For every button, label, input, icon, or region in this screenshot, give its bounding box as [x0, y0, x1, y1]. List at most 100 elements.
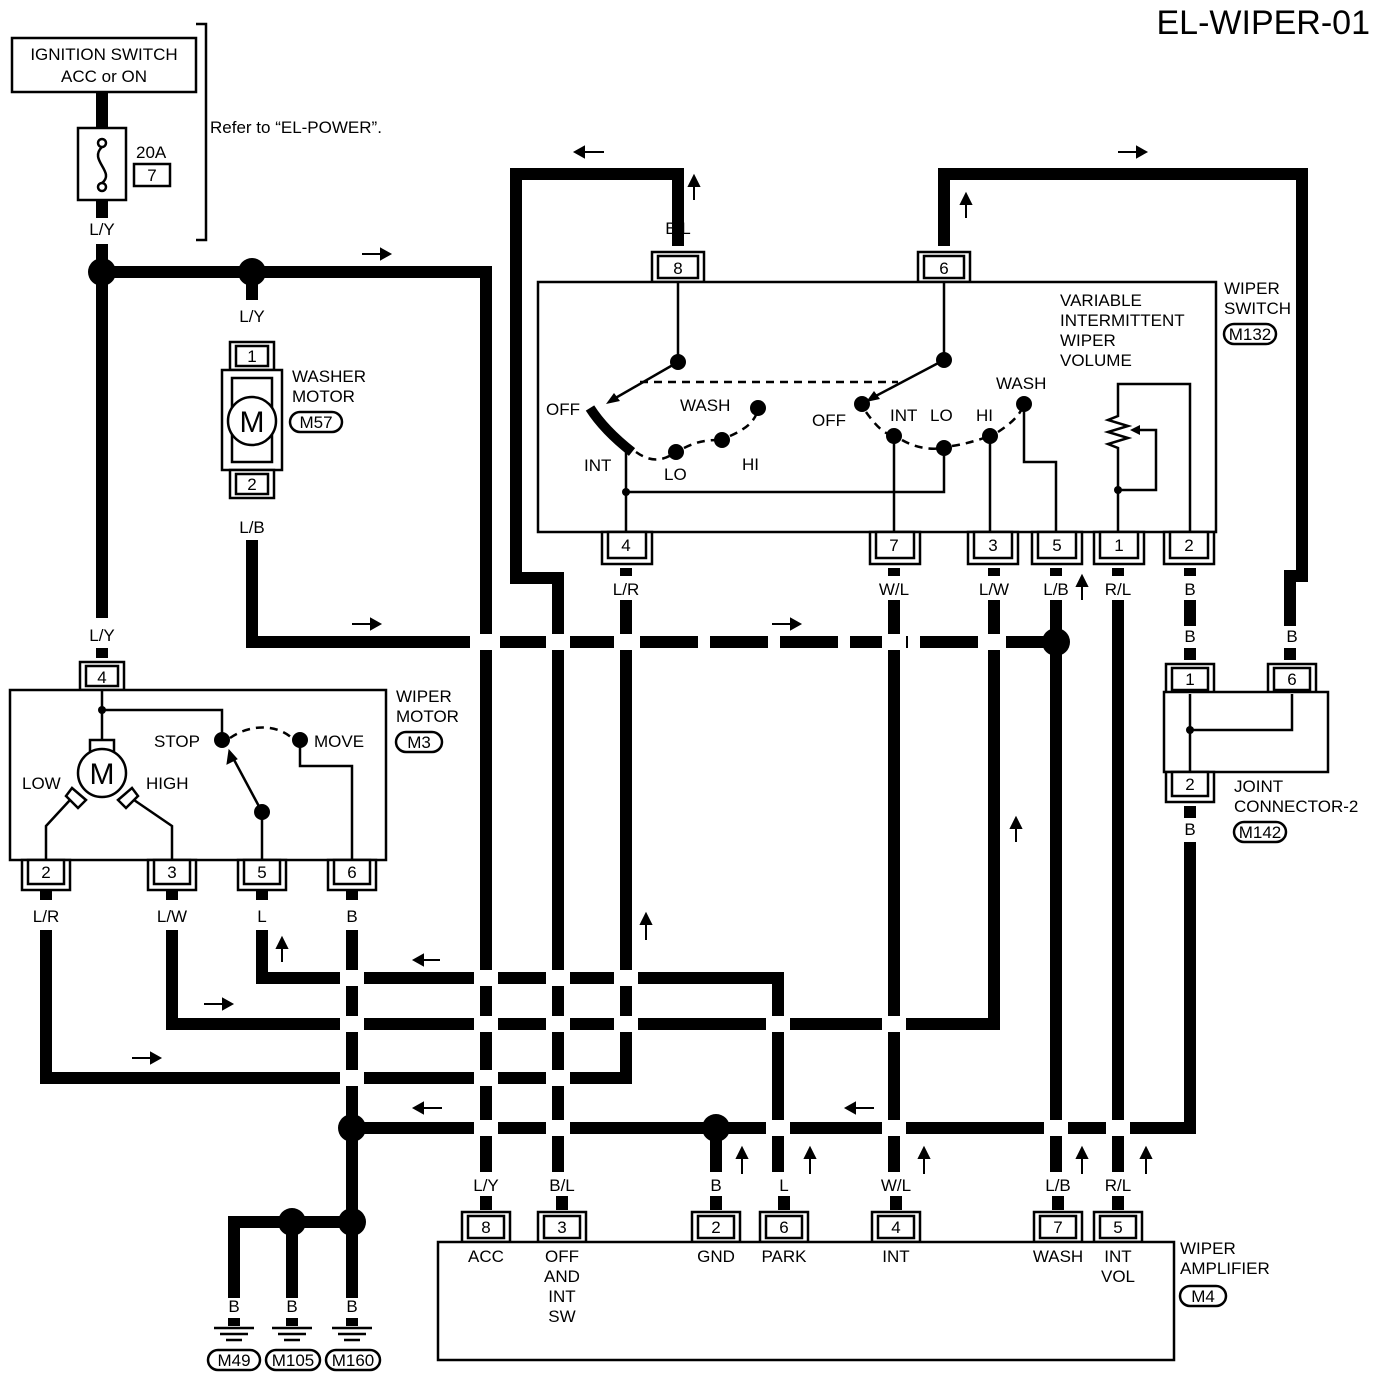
wire-label-lb-switch: L/B — [1043, 580, 1069, 599]
amp-name: WIPER — [1180, 1239, 1236, 1258]
amp-pin-8-label: 8 — [481, 1218, 490, 1237]
wiper-motor-pin-5-label: 5 — [257, 863, 266, 882]
amp-int-label: INT — [882, 1247, 909, 1266]
switch-int-r-label: INT — [890, 406, 917, 425]
wire-label-l-amp: L — [779, 1176, 788, 1195]
switch-pin-1-label: 1 — [1114, 536, 1123, 555]
ignition-label: IGNITION SWITCH — [30, 45, 177, 64]
wiper-motor — [8, 688, 388, 862]
amp-code: M4 — [1191, 1287, 1215, 1306]
joint-name-2: CONNECTOR-2 — [1234, 797, 1358, 816]
motor-low-label: LOW — [22, 774, 61, 793]
amp-off-label-4: SW — [548, 1307, 575, 1326]
washer-motor-icon — [226, 395, 278, 447]
wire-label-bl-top: B/L — [665, 219, 691, 238]
switch-int-label: INT — [584, 456, 611, 475]
switch-lo-r-label: LO — [930, 406, 953, 425]
wiper-motor-icon — [76, 747, 128, 799]
washer-pin-2-label: 2 — [247, 475, 256, 494]
fuse-number-box — [132, 162, 172, 188]
washer-motor-code: M57 — [299, 413, 332, 432]
washer-motor-name: WASHER — [292, 367, 366, 386]
refer-note: Refer to “EL-POWER”. — [210, 118, 382, 137]
washer-motor-name-2: MOTOR — [292, 387, 355, 406]
amp-pin-7-label: 7 — [1053, 1218, 1062, 1237]
joint-name: JOINT — [1234, 777, 1283, 796]
amp-park-label: PARK — [761, 1247, 807, 1266]
switch-pin-6-label: 6 — [939, 259, 948, 278]
wiper-motor-pin-2-label: 2 — [41, 863, 50, 882]
amp-pin-5-label: 5 — [1113, 1218, 1122, 1237]
switch-lo-label: LO — [664, 465, 687, 484]
wiper-motor-pin-6-label: 6 — [347, 863, 356, 882]
wiper-motor-pin-3-label: 3 — [167, 863, 176, 882]
switch-pin-5-label: 5 — [1052, 536, 1061, 555]
ground-icon-m160 — [332, 1326, 372, 1342]
wire-label-b-switch: B — [1184, 580, 1195, 599]
joint-code: M142 — [1239, 823, 1282, 842]
ground-icon-m49 — [214, 1326, 254, 1342]
wire-label-lb-washer: L/B — [239, 518, 265, 537]
wire-label-b-joint-2: B — [1184, 820, 1195, 839]
ground-wire-label-3: B — [346, 1297, 357, 1316]
ground-wire-label-2: B — [286, 1297, 297, 1316]
motor-move-label: MOVE — [314, 732, 364, 751]
switch-pin-7-label: 7 — [889, 536, 898, 555]
switch-wash-r-label: WASH — [996, 374, 1046, 393]
amp-name-2: AMPLIFIER — [1180, 1259, 1270, 1278]
wire-label-ly-fuse: L/Y — [89, 220, 115, 239]
wiper-amplifier — [436, 1240, 1176, 1362]
volume-label-3: WIPER — [1060, 331, 1116, 350]
fuse-rating: 20A — [136, 143, 167, 162]
amp-off-label-1: OFF — [545, 1247, 579, 1266]
amp-wash-label: WASH — [1033, 1247, 1083, 1266]
wire-label-bl-amp: B/L — [549, 1176, 575, 1195]
wiper-switch-code: M132 — [1229, 325, 1272, 344]
ground-m105: M105 — [272, 1351, 315, 1370]
wiper-switch — [536, 280, 1218, 534]
switch-wash-label: WASH — [680, 396, 730, 415]
wiper-motor-symbol: M — [90, 758, 115, 791]
wire-label-b-joint-6: B — [1286, 627, 1297, 646]
wiper-switch-name-2: SWITCH — [1224, 299, 1291, 318]
amp-off-label-3: INT — [548, 1287, 575, 1306]
wire-label-ly-motor: L/Y — [89, 626, 115, 645]
wire-label-lw-motor: L/W — [157, 907, 187, 926]
wire-label-ly-washer: L/Y — [239, 307, 265, 326]
switch-hi-label: HI — [742, 455, 759, 474]
wire-label-l-motor: L — [257, 907, 266, 926]
volume-label-2: INTERMITTENT — [1060, 311, 1185, 330]
wire-label-wl-amp: W/L — [881, 1176, 911, 1195]
wiper-motor-name: WIPER — [396, 687, 452, 706]
wiper-motor-pin-4-label: 4 — [97, 668, 106, 687]
amp-pin-2-label: 2 — [711, 1218, 720, 1237]
wiper-motor-code: M3 — [407, 733, 431, 752]
ignition-switch — [10, 36, 198, 94]
wire-label-rl-switch: R/L — [1105, 580, 1131, 599]
wire-label-b-top: B — [938, 219, 949, 238]
wire-label-rl-amp: R/L — [1105, 1176, 1131, 1195]
washer-pin-1-label: 1 — [247, 347, 256, 366]
amp-pin-3-label: 3 — [557, 1218, 566, 1237]
volume-label-1: VARIABLE — [1060, 291, 1142, 310]
ground-wire-label-1: B — [228, 1297, 239, 1316]
amp-pin-4-label: 4 — [891, 1218, 900, 1237]
volume-label-4: VOLUME — [1060, 351, 1132, 370]
wire-label-b-amp: B — [710, 1176, 721, 1195]
ignition-mode-label: ACC or ON — [61, 67, 147, 86]
wire-label-b-motor: B — [346, 907, 357, 926]
amp-pin-6-label: 6 — [779, 1218, 788, 1237]
wiper-motor-name-2: MOTOR — [396, 707, 459, 726]
amp-gnd-label: GND — [697, 1247, 735, 1266]
switch-off-label: OFF — [546, 400, 580, 419]
joint-pin-1-label: 1 — [1185, 670, 1194, 689]
amp-intvol-label-2: VOL — [1101, 1267, 1135, 1286]
amp-acc-label: ACC — [468, 1247, 504, 1266]
joint-pin-6-label: 6 — [1287, 670, 1296, 689]
switch-off-r-label: OFF — [812, 411, 846, 430]
wire-label-b-joint-1: B — [1184, 627, 1195, 646]
switch-pin-8-label: 8 — [673, 259, 682, 278]
diagram-title: EL-WIPER-01 — [1157, 4, 1371, 42]
wiper-switch-name: WIPER — [1224, 279, 1280, 298]
